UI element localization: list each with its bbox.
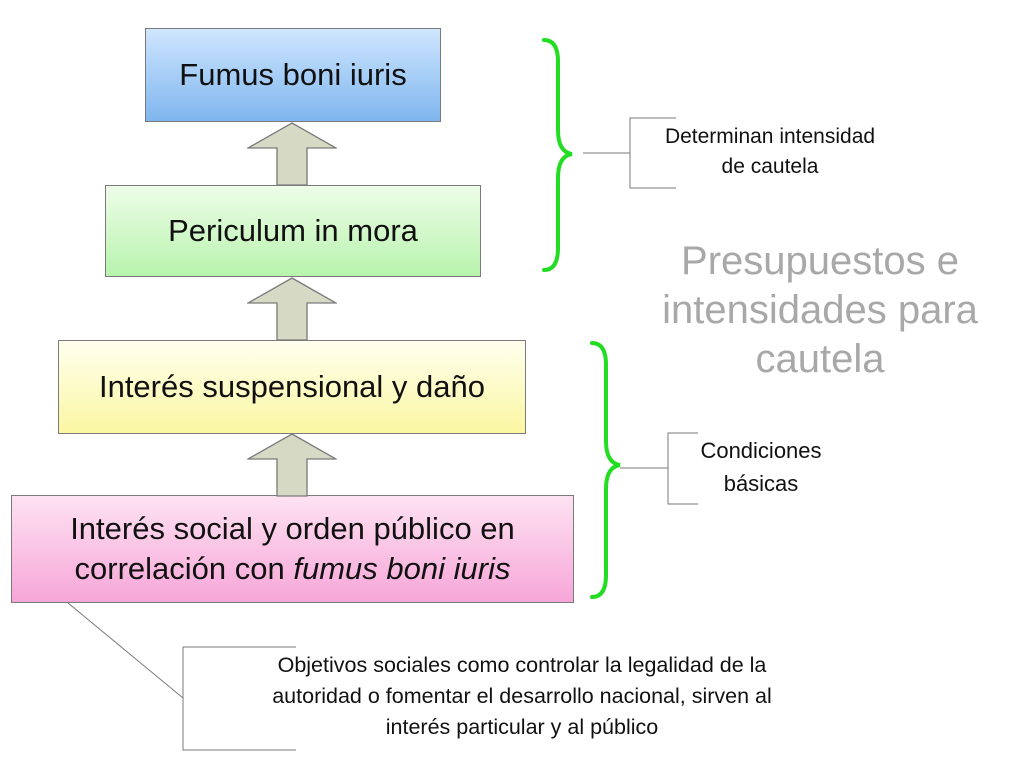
note-objetivos-sociales: Objetivos sociales como controlar la leg… <box>198 650 846 744</box>
box-periculum-label: Periculum in mora <box>168 212 418 248</box>
note-condiciones-line1: Condiciones <box>700 438 822 463</box>
note-objetivos-line2: autoridad o fomentar el desarrollo nacio… <box>272 684 772 709</box>
box-interes-suspensional: Interés suspensional y daño <box>58 340 526 434</box>
up-arrow-1 <box>247 122 337 186</box>
box-social-line2: correlación con fumus boni iuris <box>70 549 515 589</box>
box-periculum-in-mora: Periculum in mora <box>105 185 481 277</box>
note-condiciones-basicas: Condiciones básicas <box>676 434 846 500</box>
note-objetivos-line1: Objetivos sociales como controlar la leg… <box>277 653 767 677</box>
box-social-line2-emphasis: fumus boni iuris <box>293 551 511 586</box>
box-fumus-boni-iuris: Fumus boni iuris <box>145 28 441 122</box>
note-determinan-line1: Determinan intensidad <box>664 125 876 148</box>
slide-title: Presupuestos e intensidades para cautela <box>640 237 1000 383</box>
brace-upper <box>542 38 573 272</box>
note-determinan-intensidad: Determinan intensidad de cautela <box>632 122 908 183</box>
note-determinan-line2: de cautela <box>721 155 819 179</box>
box-interes-label: Interés suspensional y daño <box>98 368 486 404</box>
box-fumus-label: Fumus boni iuris <box>179 56 407 92</box>
box-social-line1: Interés social y orden público en <box>70 510 515 546</box>
callout-condiciones <box>620 432 698 505</box>
note-condiciones-line2: básicas <box>723 471 799 496</box>
slide-title-line3: cautela <box>755 336 885 381</box>
box-social-text: Interés social y orden público en correl… <box>70 509 515 590</box>
callout-determinan <box>583 117 676 189</box>
callout-objetivos <box>67 602 296 751</box>
slide-title-line2: intensidades para <box>662 287 978 332</box>
up-arrow-2 <box>247 277 337 341</box>
box-social-line2-prefix: correlación con <box>74 551 294 586</box>
brace-lower <box>590 341 621 599</box>
up-arrow-3 <box>247 433 337 497</box>
box-interes-social: Interés social y orden público en correl… <box>11 495 574 603</box>
note-objetivos-line3: interés particular y al público <box>385 715 659 740</box>
slide-title-line1: Presupuestos e <box>681 239 959 283</box>
